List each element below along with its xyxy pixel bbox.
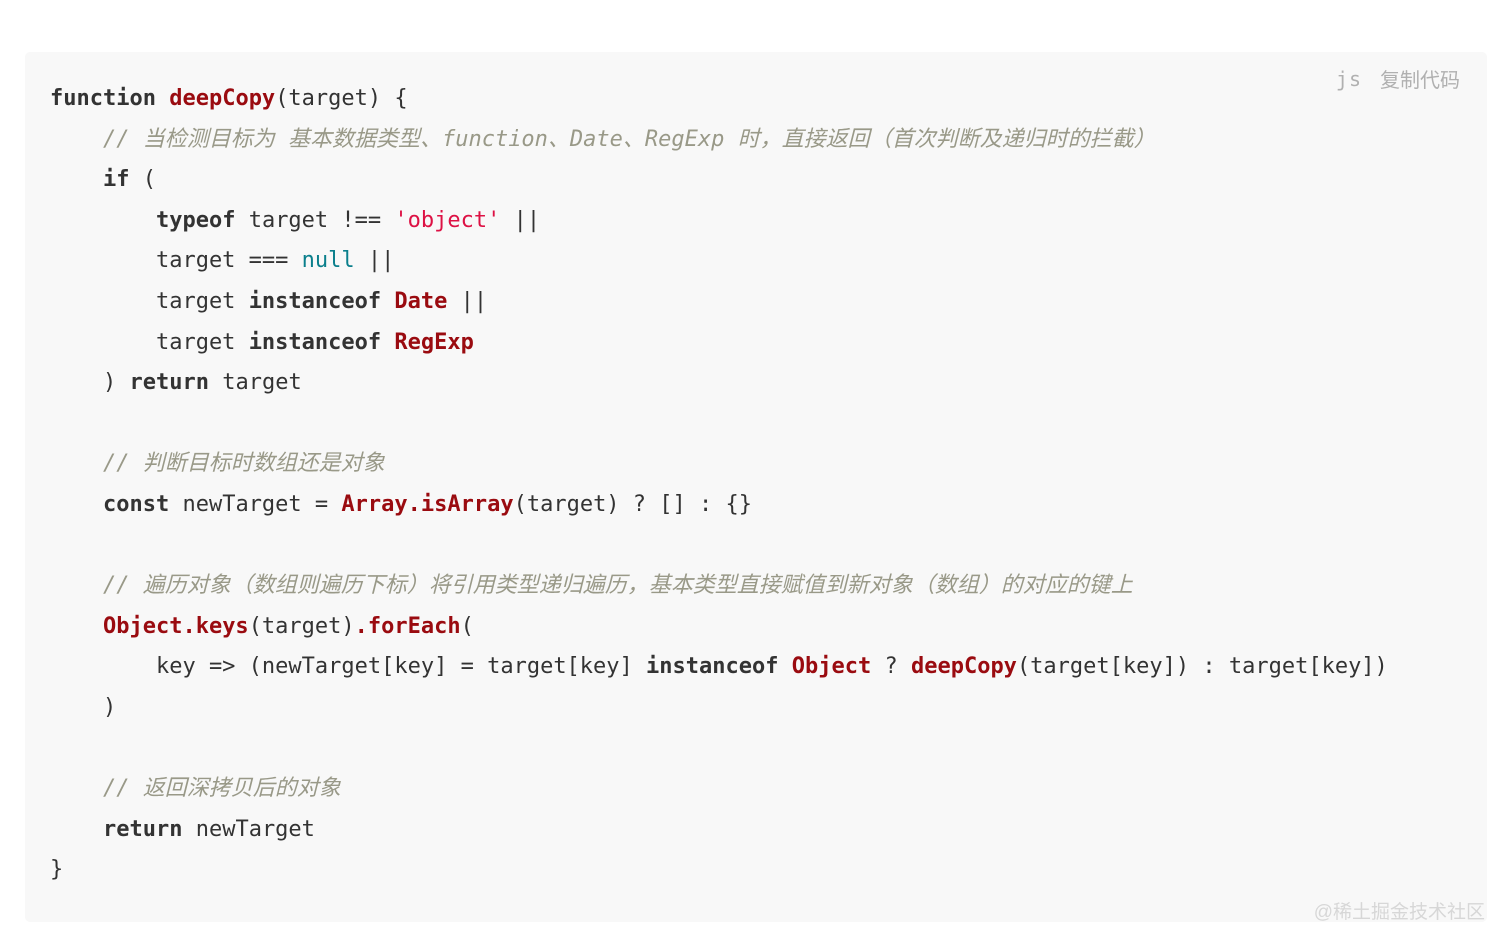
- code-line: ) return target: [50, 370, 302, 396]
- code-line: Object.keys(target).forEach(: [102, 613, 474, 639]
- code-lines: function deepCopy(target) { // 当检测目标为 基本…: [25, 52, 1487, 891]
- code-line: key => (newTarget[key] = target[key] ins…: [50, 654, 1388, 680]
- code-line: [50, 729, 1462, 770]
- code-line: // 遍历对象（数组则遍历下标）将引用类型递归遍历，基本类型直接赋值到新对象（数…: [102, 573, 1133, 599]
- code-line: target instanceof Date ||: [50, 288, 488, 314]
- code-line: if (: [102, 167, 156, 193]
- code-line: [50, 526, 1462, 567]
- code-header: js 复制代码: [1336, 64, 1460, 93]
- code-line: // 当检测目标为 基本数据类型、function、Date、RegExp 时，…: [102, 126, 1156, 152]
- watermark: @稀土掘金技术社区: [1313, 902, 1485, 923]
- code-line: target instanceof RegExp: [50, 329, 474, 355]
- code-line: // 判断目标时数组还是对象: [102, 451, 385, 477]
- code-line: [50, 404, 1462, 445]
- code-line: return newTarget: [102, 816, 315, 842]
- code-line: }: [50, 857, 64, 883]
- code-line: function deepCopy(target) {: [50, 86, 408, 111]
- copy-code-button[interactable]: 复制代码: [1380, 70, 1460, 92]
- code-line: const newTarget = Array.isArray(target) …: [102, 491, 753, 517]
- code-line: // 返回深拷贝后的对象: [102, 776, 341, 802]
- code-block: js 复制代码 function deepCopy(target) { // 当…: [25, 52, 1487, 922]
- language-label: js: [1335, 66, 1362, 91]
- code-line: target === null ||: [50, 248, 395, 274]
- code-line: ): [50, 694, 117, 720]
- code-line: typeof target !== 'object' ||: [155, 207, 541, 233]
